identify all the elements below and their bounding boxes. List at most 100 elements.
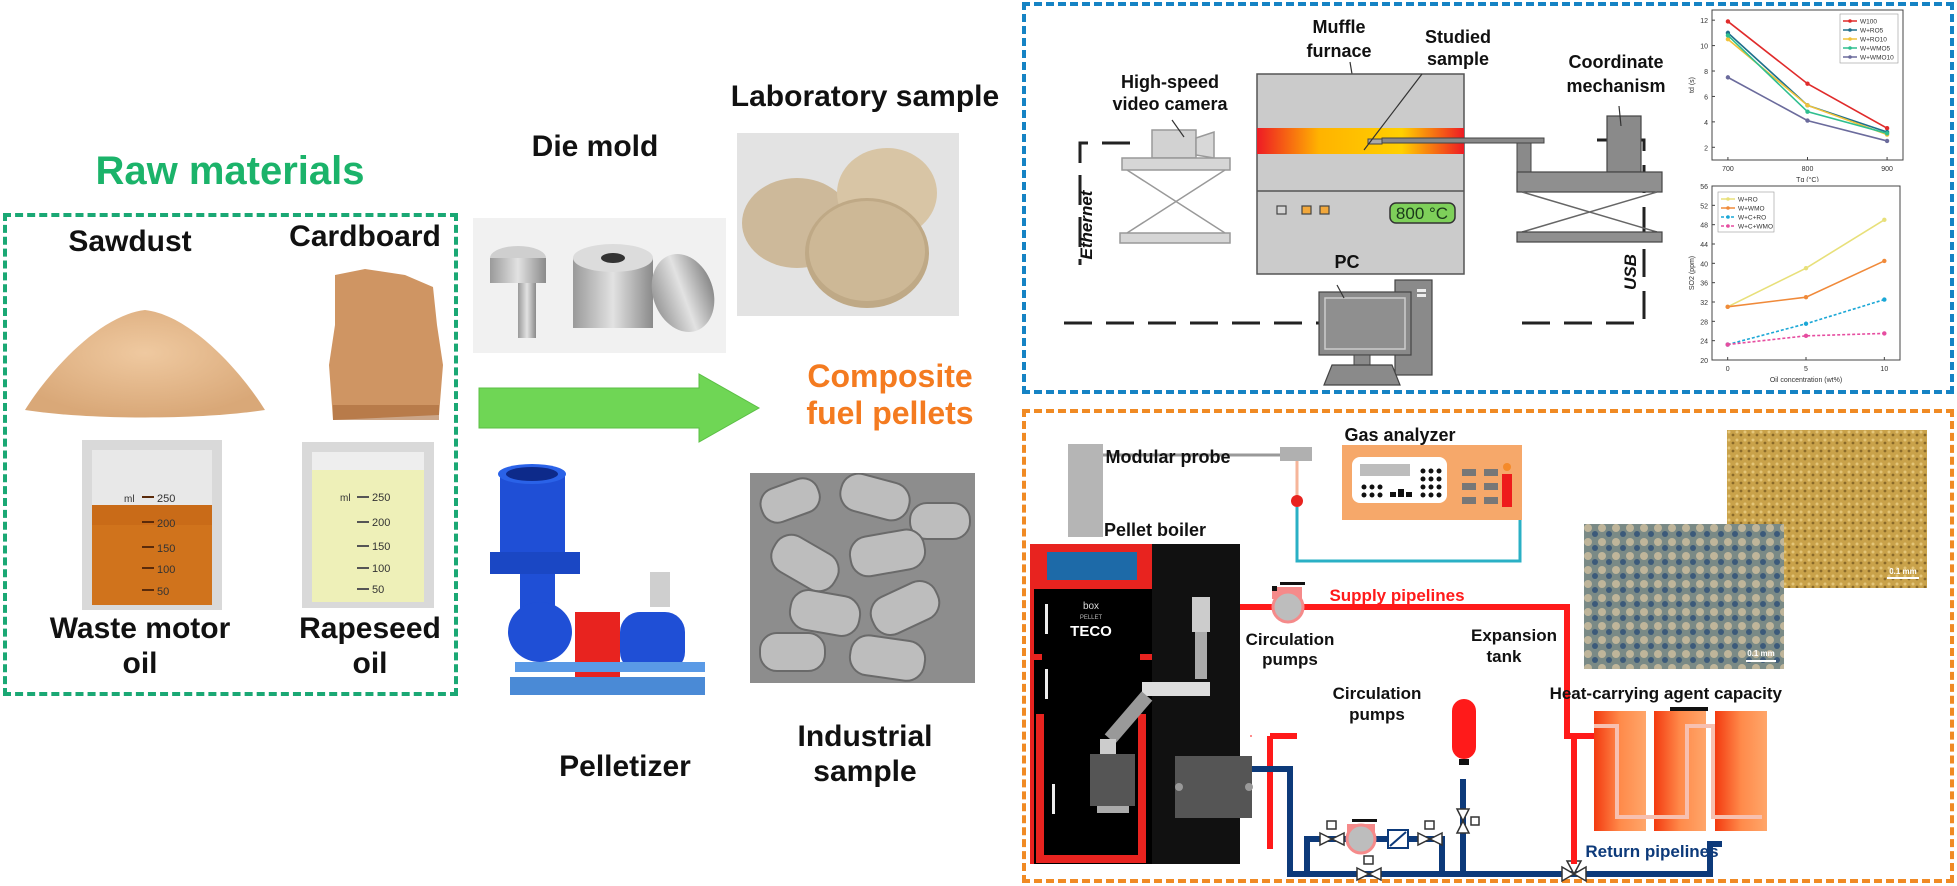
boiler-brand-small: box: [1083, 601, 1099, 612]
data-point: [1884, 131, 1890, 136]
data-point: [1882, 217, 1887, 223]
data-point: [1884, 138, 1890, 144]
raw-materials-title: Raw materials: [95, 149, 365, 193]
legend-marker: [1726, 206, 1730, 210]
legend-marker: [1848, 37, 1852, 41]
muffle-furnace-icon: 800 °C: [1256, 61, 1545, 275]
y-tick-label: 2: [1704, 145, 1708, 152]
top-pumps-label-line2: pumps: [1262, 650, 1318, 669]
data-point: [1805, 103, 1810, 108]
y-tick-label: 20: [1700, 358, 1708, 365]
y-tick-label: 6: [1704, 94, 1708, 101]
series-line-w-c-wmo: [1727, 332, 1885, 346]
data-point: [1882, 297, 1887, 302]
svg-text:100: 100: [372, 563, 390, 575]
supply-pipeline: [1240, 604, 1612, 739]
y-tick-label: 36: [1700, 281, 1708, 288]
die-mold-label: Die mold: [531, 130, 659, 163]
svg-text:250: 250: [157, 493, 175, 505]
industrial-sample-label: Industrial sample: [797, 720, 933, 788]
heat-carrying-tanks-icon: [1594, 707, 1767, 831]
ethernet-label: Ethernet: [1077, 189, 1096, 259]
data-point: [1884, 126, 1890, 131]
waste-motor-oil-beaker-image: ml 250 200 150 100 50: [82, 440, 222, 610]
legend-label: W+WMO5: [1860, 46, 1891, 53]
x-tick-label: 700: [1722, 166, 1734, 173]
modular-probe-icon: [1280, 447, 1312, 461]
svg-text:ml: ml: [340, 493, 351, 504]
y-axis-label: SO2 (ppm): [1689, 256, 1696, 290]
x-tick-label: 800: [1802, 166, 1814, 173]
coordinate-mechanism-icon: [1516, 105, 1663, 243]
camera-label-line2: video camera: [1112, 94, 1228, 114]
boiler-setup-frame: [1022, 409, 1954, 883]
chimney-icon: [1068, 444, 1103, 537]
coordinate-label-line1: Coordinate: [1568, 52, 1663, 72]
x-tick-label: 900: [1881, 166, 1893, 173]
pelletizer-label: Pelletizer: [559, 750, 691, 783]
legend-label: W+WMO: [1738, 206, 1765, 213]
modular-probe-label: Modular probe: [1106, 447, 1231, 467]
cardboard-image: [329, 269, 443, 420]
return-pipelines-label: Return pipelines: [1585, 842, 1718, 861]
sawdust-label: Sawdust: [68, 225, 192, 258]
expansion-tank-icon: [1452, 699, 1476, 765]
pelletizer-image: [490, 464, 705, 695]
y-tick-label: 12: [1700, 18, 1708, 25]
y-tick-label: 32: [1700, 300, 1708, 307]
svg-text:150: 150: [157, 543, 175, 555]
supply-circulation-pump-icon: [1271, 582, 1305, 624]
x-tick-label: 0: [1726, 366, 1730, 373]
usb-label: USB: [1621, 254, 1640, 290]
camera-label-line1: High-speed: [1121, 72, 1219, 92]
y-tick-label: 4: [1704, 120, 1708, 127]
y-tick-label: 28: [1700, 319, 1708, 326]
bottom-pumps-label-line2: pumps: [1349, 705, 1405, 724]
rapeseed-oil-beaker-image: ml 250 200 150 100 50: [302, 442, 434, 608]
rapeseed-oil-label: Rapeseed oil: [299, 612, 441, 680]
raw-materials-frame: [3, 213, 458, 696]
data-point: [1882, 331, 1887, 336]
legend-label: W+RO: [1738, 197, 1758, 204]
x-tick-label: 5: [1804, 366, 1808, 373]
micrograph-blue-image: 0.1 mm: [1584, 524, 1784, 669]
boiler-brand: TECO: [1070, 623, 1112, 640]
die-mold-image: [473, 218, 726, 353]
legend-label: W+C+RO: [1738, 215, 1766, 222]
boiler-brand-sub: PELLET: [1080, 615, 1103, 621]
svg-text:50: 50: [157, 586, 169, 598]
return-circulation-pump-icon: [1345, 819, 1409, 855]
y-axis-label: td (s): [1689, 77, 1696, 93]
legend-marker: [1726, 215, 1730, 219]
legend-marker: [1848, 19, 1852, 23]
data-point: [1725, 342, 1730, 347]
data-point: [1803, 294, 1809, 300]
furnace-label-line2: furnace: [1306, 41, 1371, 61]
expansion-tank-label-line2: tank: [1487, 647, 1523, 666]
x-tick-label: 10: [1880, 366, 1888, 373]
sawdust-image: [25, 310, 265, 418]
legend-label: W+RO5: [1860, 28, 1884, 35]
data-point: [1882, 258, 1887, 264]
probe-sensor-icon: [1291, 495, 1303, 507]
svg-text:100: 100: [157, 564, 175, 576]
beaker-ml-label: ml: [124, 494, 135, 505]
data-point: [1803, 265, 1809, 271]
legend-marker: [1726, 197, 1730, 201]
x-axis-label: Tg (°C): [1796, 176, 1819, 182]
pc-icon: [1318, 279, 1433, 386]
supply-pipelines-label: Supply pipelines: [1329, 586, 1464, 605]
svg-text:0.1 mm: 0.1 mm: [1747, 649, 1775, 658]
legend-label: W100: [1860, 19, 1877, 26]
data-point: [1803, 321, 1809, 326]
data-point: [1725, 33, 1731, 38]
furnace-label-line1: Muffle: [1313, 17, 1366, 37]
y-tick-label: 10: [1700, 44, 1708, 51]
legend-marker: [1848, 28, 1852, 32]
data-point: [1803, 333, 1809, 339]
industrial-sample-image: [750, 473, 975, 683]
studied-sample-label-line1: Studied: [1425, 27, 1491, 47]
data-point: [1805, 109, 1810, 114]
data-point: [1725, 19, 1731, 24]
